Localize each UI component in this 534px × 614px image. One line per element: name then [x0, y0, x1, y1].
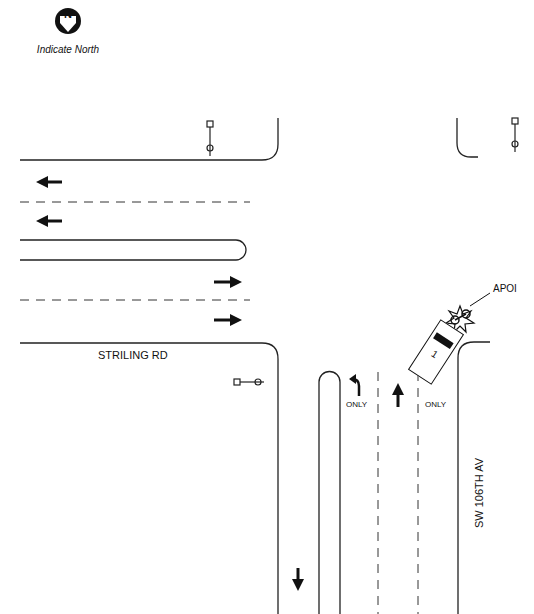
arrow: [214, 281, 230, 284]
arrow: [36, 215, 48, 227]
arrow: [230, 314, 242, 326]
callout-label: APOI: [493, 283, 517, 294]
windshield: [433, 332, 454, 349]
pole-symbol: [514, 124, 515, 152]
lane-line: [418, 372, 419, 614]
pole-symbol: [209, 127, 210, 156]
bicycle: [455, 314, 466, 320]
road-edge: [458, 342, 490, 614]
lane-line: [378, 372, 379, 614]
vehicle-box: 1: [408, 319, 464, 385]
pole-symbol: [207, 145, 213, 151]
utility-poles: [207, 118, 518, 385]
north-indicator: N Indicate North: [28, 6, 108, 62]
lane-note: ONLY: [425, 401, 446, 410]
road-edge: [457, 118, 478, 157]
lane-note: ONLY: [346, 401, 367, 410]
north-letter: N: [28, 8, 108, 20]
road-edges: [20, 118, 490, 614]
arrow: [292, 579, 304, 591]
arrow: [36, 176, 48, 188]
street-name: SW 106TH AV: [473, 458, 485, 528]
lane-lines: [20, 202, 418, 614]
pole-symbol: [512, 141, 518, 147]
road-edge: [20, 118, 278, 160]
median: [319, 372, 340, 614]
arrow: [392, 383, 404, 395]
lane-line: [20, 300, 250, 301]
pole-symbol: [255, 379, 261, 385]
lane-line: [20, 202, 250, 203]
pole-symbol: [207, 121, 213, 127]
lane-arrows: [36, 176, 404, 591]
arrow: [214, 319, 230, 322]
arrow: [349, 374, 356, 384]
north-caption: Indicate North: [28, 44, 108, 56]
arrow: [230, 276, 242, 288]
pole-symbol: [512, 118, 518, 124]
street-name: STRILING RD: [98, 349, 168, 361]
pole-symbol: [234, 379, 240, 385]
road-edge: [20, 343, 278, 614]
arrow: [48, 220, 62, 223]
arrow: [48, 181, 62, 184]
leader-line: [470, 293, 490, 306]
median: [20, 240, 246, 260]
arrow: [297, 568, 300, 580]
arrow: [397, 394, 400, 407]
